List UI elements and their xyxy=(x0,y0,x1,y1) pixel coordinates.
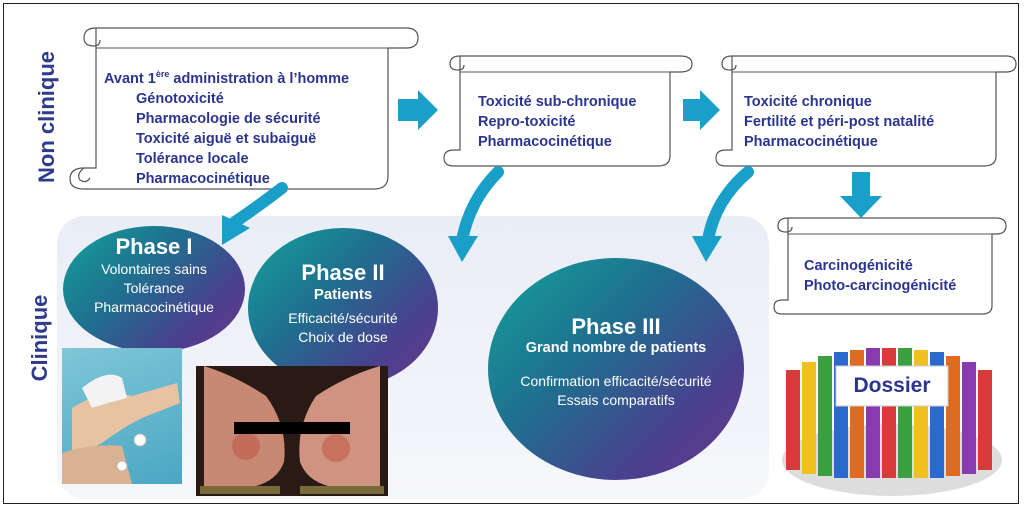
phase1-oval: Phase I Volontaires sains Tolérance Phar… xyxy=(63,226,245,352)
scroll-subchronic: Toxicité sub-chronique Repro-toxicité Ph… xyxy=(440,52,696,170)
photo-skin-test-hand xyxy=(62,348,182,484)
scroll-chronic: Toxicité chronique Fertilité et péri-pos… xyxy=(712,52,1020,170)
phase2-oval: Phase II Patients Efficacité/sécurité Ch… xyxy=(248,228,438,388)
scroll-shape xyxy=(69,27,419,190)
phase1-line: Pharmacocinétique xyxy=(94,299,214,315)
scroll1-item: Pharmacologie de sécurité xyxy=(136,110,321,127)
phase2-line: Choix de dose xyxy=(298,329,388,345)
scroll1-item: Pharmacocinétique xyxy=(136,170,270,187)
scroll-carcinogenicity: Carcinogénicité Photo-carcinogénicité xyxy=(770,214,1010,318)
scroll4-item: Carcinogénicité xyxy=(804,258,913,274)
phase1-line: Volontaires sains xyxy=(101,261,207,277)
scroll-shape xyxy=(443,55,693,167)
phase3-line: Essais comparatifs xyxy=(557,392,675,408)
scroll1-heading: Avant 1ère administration à l’homme xyxy=(104,69,350,87)
scroll2-item: Repro-toxicité xyxy=(478,114,576,130)
phase3-subtitle: Grand nombre de patients xyxy=(525,340,707,356)
scroll-shape xyxy=(715,55,1017,167)
scroll3-item: Pharmacocinétique xyxy=(744,134,878,150)
scroll4-item: Photo-carcinogénicité xyxy=(804,278,957,294)
phase2-title: Phase II xyxy=(301,260,385,285)
scroll-before-first-administration: Avant 1ère administration à l’homme Géno… xyxy=(66,24,422,196)
dossier-label: Dossier xyxy=(853,374,931,397)
non-clinical-label: Non clinique xyxy=(34,51,59,183)
phase1-line: Tolérance xyxy=(123,280,185,296)
phase3-oval: Phase III Grand nombre de patients Confi… xyxy=(488,258,744,480)
scroll2-item: Toxicité sub-chronique xyxy=(478,94,637,110)
scroll1-item: Tolérance locale xyxy=(136,150,249,167)
photo-phototoxicity-faces xyxy=(196,366,388,496)
scroll2-item: Pharmacocinétique xyxy=(478,134,612,150)
dossier-binders-image: Dossier xyxy=(772,320,1012,502)
phase1-title: Phase I xyxy=(115,234,193,259)
scroll-shape xyxy=(773,217,1007,315)
scroll1-item: Toxicité aiguë et subaiguë xyxy=(136,130,317,147)
scroll3-item: Toxicité chronique xyxy=(744,94,872,110)
clinical-label: Clinique xyxy=(27,294,52,382)
scroll1-item: Génotoxicité xyxy=(136,90,224,107)
scroll3-item: Fertilité et péri-post natalité xyxy=(744,114,935,130)
phase3-line: Confirmation efficacité/sécurité xyxy=(520,373,712,389)
phase3-title: Phase III xyxy=(571,314,661,339)
phase2-line: Efficacité/sécurité xyxy=(288,310,398,326)
phase2-subtitle: Patients xyxy=(313,286,373,303)
